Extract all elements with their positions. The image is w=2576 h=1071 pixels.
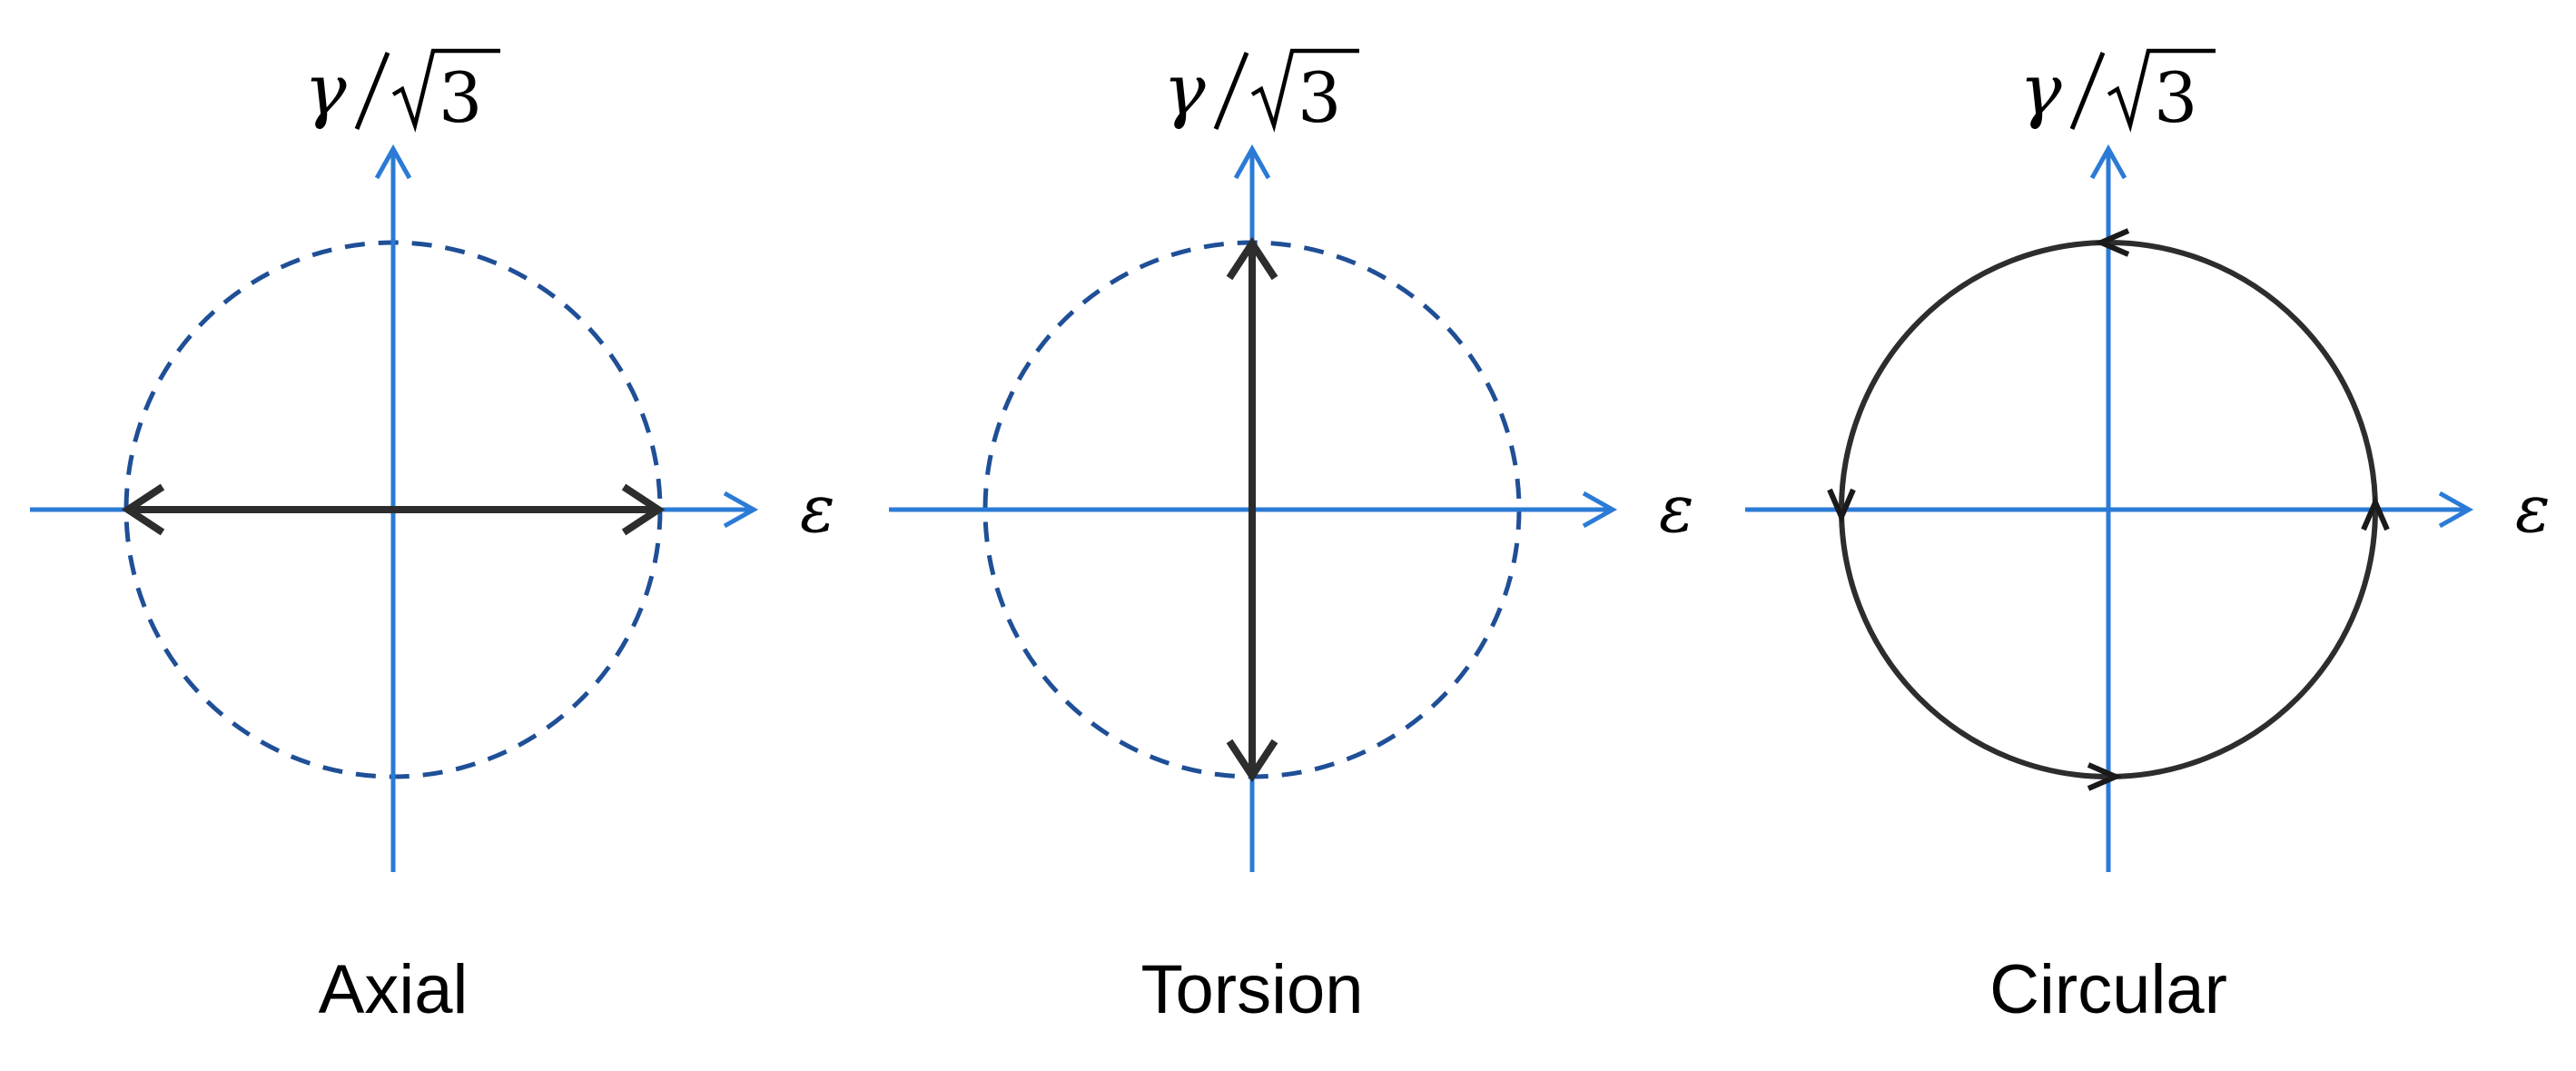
axial-arrowhead-left (121, 483, 165, 536)
x-axis-arrowhead (723, 491, 759, 529)
y-axis-label-slash (1213, 52, 1249, 130)
y-axis-label-radicand: 3 (1298, 57, 1341, 138)
x-axis-label: ε (800, 471, 835, 547)
y-axis-label: γ 3 (1163, 48, 1359, 138)
y-axis-arrowhead (374, 144, 412, 180)
y-axis-label-radical (2107, 48, 2216, 133)
y-axis-label-radicand: 3 (2154, 57, 2197, 138)
circular-arrowhead-right (2361, 495, 2390, 531)
y-axis-label: γ 3 (2019, 48, 2216, 138)
axial-arrowhead-right (621, 483, 666, 536)
y-axis-label-slash (2069, 52, 2106, 130)
circular-arrowhead-left (1827, 488, 1856, 524)
panel-label: Torsion (1141, 951, 1364, 1028)
x-axis-label: ε (2515, 471, 2551, 547)
torsion-arrowhead-bottom (1226, 739, 1278, 783)
torsion-arrowhead-top (1226, 236, 1278, 281)
y-axis-label-gamma: γ (1163, 50, 1206, 132)
panel-label: Axial (319, 951, 469, 1028)
circular-arrowhead-top (2094, 228, 2130, 257)
x-axis-label: ε (1659, 471, 1694, 547)
panel-torsion: ε γ 3 Torsion (889, 48, 1694, 1028)
x-axis-arrowhead (2438, 491, 2474, 529)
circular-arrowhead-bottom (2087, 762, 2123, 791)
y-axis-label-radicand: 3 (439, 57, 482, 138)
y-axis-label-radical (1250, 48, 1359, 133)
circular-path (1839, 240, 2378, 779)
y-axis-label: γ 3 (304, 48, 500, 138)
panel-circular: ε γ 3 Circular (1745, 48, 2551, 1028)
y-axis-label-slash (354, 52, 390, 130)
y-axis-label-gamma: γ (2019, 50, 2062, 132)
y-axis-label-radical (391, 48, 500, 133)
y-axis-label-gamma: γ (304, 50, 347, 132)
x-axis-arrowhead (1582, 491, 1618, 529)
panel-label: Circular (1989, 951, 2227, 1028)
y-axis-arrowhead (1233, 144, 1271, 180)
panel-axial: ε γ 3 Axial (30, 48, 835, 1028)
y-axis-arrowhead (2089, 144, 2127, 180)
